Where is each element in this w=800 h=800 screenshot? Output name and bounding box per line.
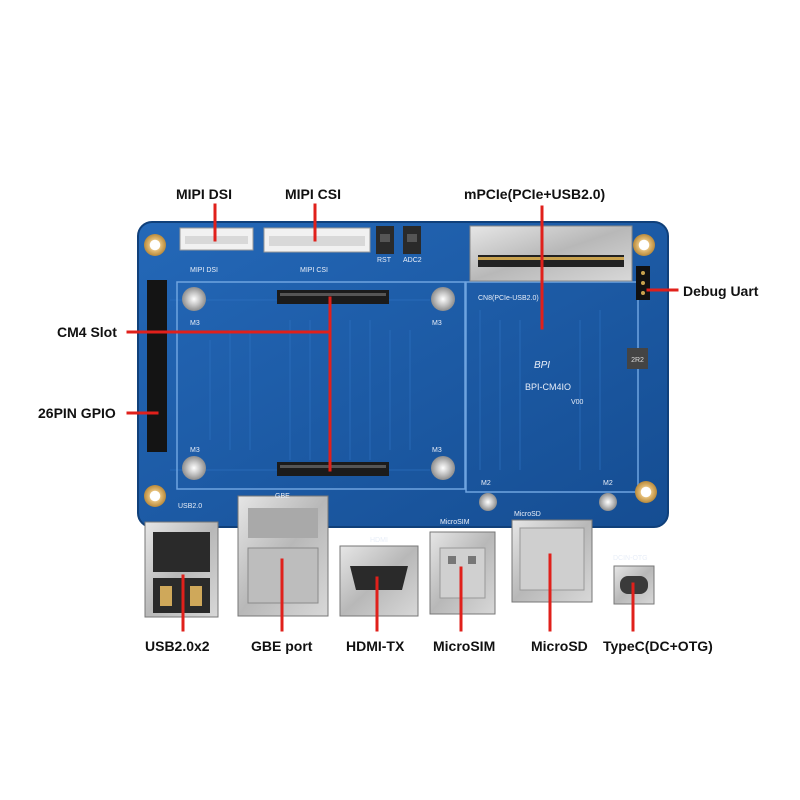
hdmi-jack [339,545,419,617]
silk-m3-4: M3 [432,447,442,454]
mount-hole-bottom-right [635,481,657,503]
label-cm4-slot: CM4 Slot [57,324,117,340]
silk-rst: RST [377,257,392,264]
label-gpio: 26PIN GPIO [38,405,116,421]
silk-m2-1: M2 [481,480,491,487]
silk-m3-1: M3 [190,320,200,327]
standoff-m2-1 [479,493,497,511]
silk-adc: ADC2 [403,257,422,264]
silk-hdmi: HDMI [370,537,388,544]
cm4-connector-bottom [277,462,389,476]
silk-mipi-csi: MIPI CSI [300,267,328,274]
label-gbe: GBE port [251,638,313,654]
silk-usb: USB2.0 [178,503,202,510]
silk-gbe: GBE [275,493,290,500]
label-usb: USB2.0x2 [145,638,210,654]
silk-brand: BPI [534,360,550,371]
cm4-connector-top [277,290,389,304]
label-hdmi: HDMI-TX [346,638,405,654]
label-mipi-dsi: MIPI DSI [176,186,233,202]
silk-microsd: MicroSD [514,511,541,518]
label-typec: TypeC(DC+OTG) [603,638,713,654]
inductor-mark: 2R2 [631,357,644,364]
silk-cn8: CN8(PCIe-USB2.0) [478,295,539,302]
label-debug-uart: Debug Uart [683,283,759,299]
inductor [627,348,648,369]
mpcie-area [465,281,639,493]
standoff-m3-3 [182,456,206,480]
silk-dcin: DCIN-OTG [613,555,648,562]
cm4-slot-area [176,281,466,490]
label-microsim: MicroSIM [433,638,496,654]
microsd-slot [511,519,593,603]
pcb-board [137,221,669,528]
silk-m2-2: M2 [603,480,613,487]
silk-microsim: MicroSIM [440,519,470,526]
standoff-m3-4 [431,456,455,480]
gpio-header [147,280,167,452]
silk-model: BPI-CM4IO [525,382,571,392]
mount-hole-bottom-left [144,485,166,507]
standoff-m2-2 [599,493,617,511]
label-mipi-csi: MIPI CSI [285,186,342,202]
silk-version: V00 [571,399,584,406]
standoff-m3-2 [431,287,455,311]
mpcie-slot [469,225,633,282]
standoff-m3-1 [182,287,206,311]
silk-mipi-dsi: MIPI DSI [190,267,218,274]
silk-m3-3: M3 [190,447,200,454]
silk-m3-2: M3 [432,320,442,327]
label-microsd: MicroSD [531,638,588,654]
mount-hole-top-left [144,234,166,256]
mount-hole-top-right [633,234,655,256]
label-mpcie: mPCIe(PCIe+USB2.0) [464,186,606,202]
